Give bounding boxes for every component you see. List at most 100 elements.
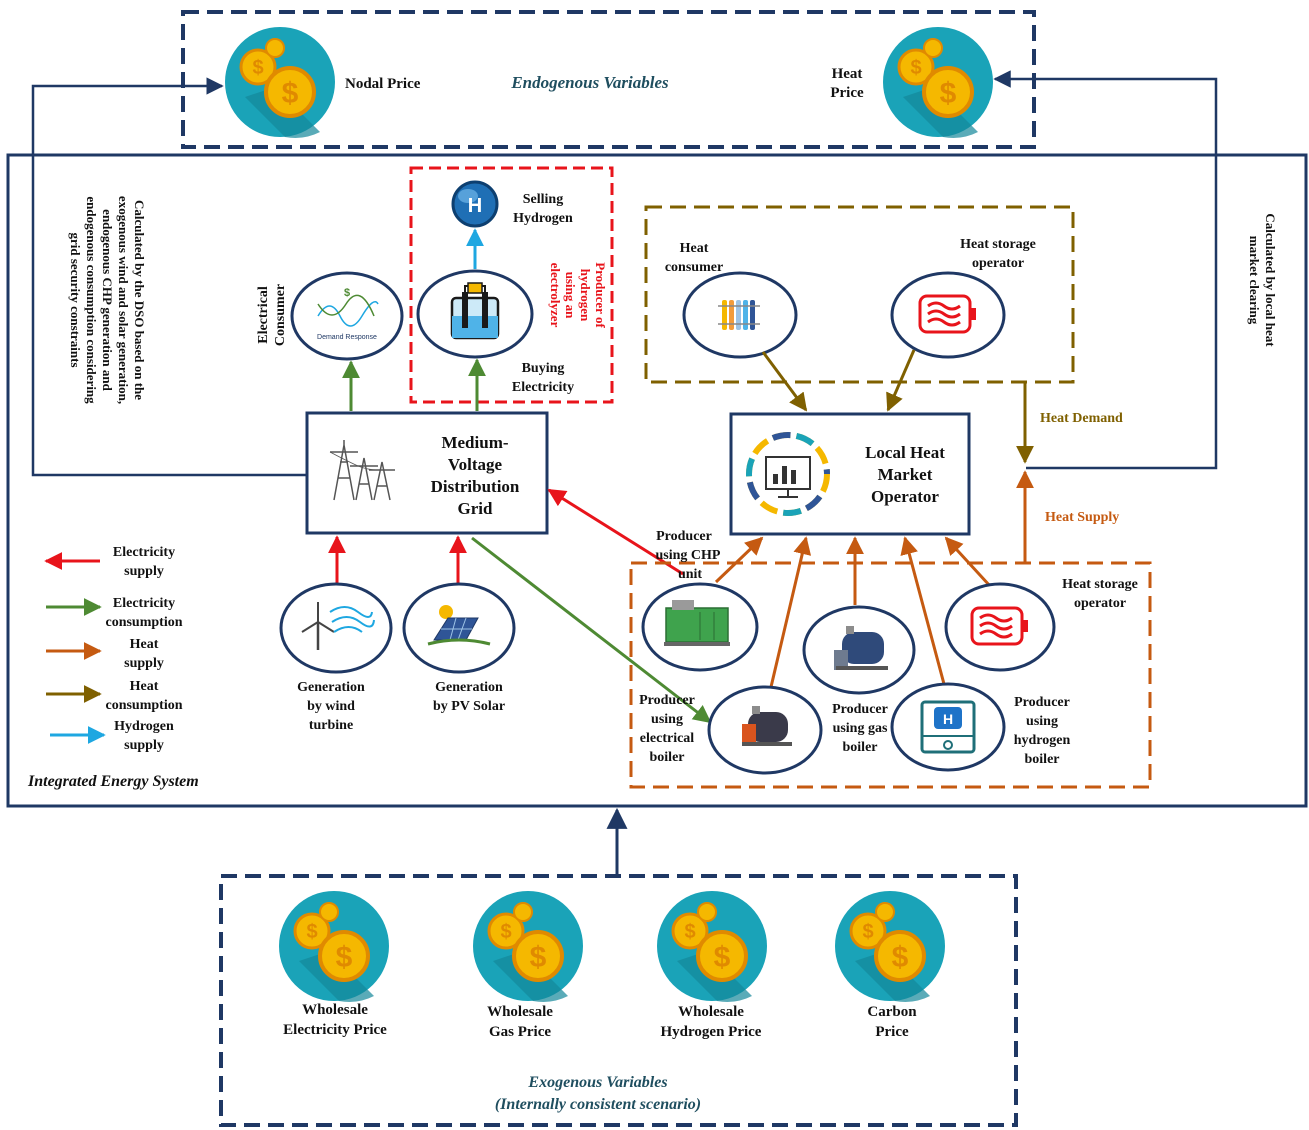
hydrogen-producer-box <box>409 166 614 404</box>
distribution-grid-box <box>305 411 549 535</box>
svg-text:using an: using an <box>563 272 578 319</box>
grid-to-electric-boiler-arrow <box>471 536 712 724</box>
svg-text:Calculated by the DSO based on: Calculated by the DSO based on the <box>132 200 147 400</box>
chp-to-grid-arrow <box>547 488 684 576</box>
carbon-price-label-line2: Price <box>875 1024 909 1040</box>
svg-text:Consumer: Consumer <box>273 284 288 346</box>
hydrogen-boiler-heat-arrow <box>900 536 946 685</box>
svg-text:endogenous CHP generation and: endogenous CHP generation and <box>100 209 115 391</box>
wholesale-hydrogen-label-line1: Wholesale <box>678 1004 744 1020</box>
wholesale-electricity-coin-icon <box>277 889 391 1004</box>
wholesale-gas-label-line2: Gas Price <box>489 1024 551 1040</box>
svg-text:hydrogen: hydrogen <box>578 269 593 322</box>
chp-producer-label-line2: using CHP <box>656 548 721 563</box>
selling-hydrogen-label-line2: Hydrogen <box>513 211 573 226</box>
carbon-price-label-line1: Carbon <box>867 1004 917 1020</box>
chp-heat-arrow <box>714 536 764 584</box>
heat-price-label-line2: Price <box>830 85 864 101</box>
wholesale-gas-coin-icon <box>471 889 585 1004</box>
consumer-to-market-arrow <box>761 351 808 412</box>
storage-heat-arrow <box>944 536 992 588</box>
svg-text:Producer of: Producer of <box>593 262 608 328</box>
hydrogen-boiler-node: H <box>890 682 1006 772</box>
solar-panel-icon <box>427 605 491 646</box>
heat-storage-top-label-line2: operator <box>972 256 1024 271</box>
demand-response-icon: $ Demand Response <box>317 287 379 341</box>
legend-heat-consumption-line1: Heat <box>130 679 159 694</box>
electric-boiler-label-line3: electrical <box>640 731 695 746</box>
svg-text:$: $ <box>344 287 350 299</box>
legend-heat-supply-line1: Heat <box>130 637 159 652</box>
heat-market-label-line2: Market <box>878 465 933 484</box>
gas-boiler-icon <box>834 626 888 670</box>
pv-solar-node <box>402 582 516 674</box>
chp-producer-label-line3: unit <box>678 567 702 582</box>
grid-label-line1: Medium- <box>441 433 508 452</box>
dso-calculation-note: Calculated by the DSO based on the exoge… <box>68 196 147 404</box>
heat-storage-bottom-node <box>944 582 1056 672</box>
heat-consumption-box <box>644 205 1075 384</box>
grid-label-line2: Voltage <box>448 455 503 474</box>
svg-text:H: H <box>943 711 953 727</box>
exogenous-subtitle: (Internally consistent scenario) <box>495 1096 701 1113</box>
wholesale-hydrogen-coin-icon <box>655 889 769 1004</box>
heat-supply-label: Heat Supply <box>1045 510 1119 525</box>
wind-turbine-node <box>279 582 393 674</box>
electric-boiler-heat-arrow <box>769 536 812 688</box>
heat-market-clearing-note: Calculated by local heat market clearing <box>1247 213 1278 347</box>
electric-boiler-label-line4: boiler <box>650 750 685 765</box>
endogenous-variables-box: Nodal Price Endogenous Variables Heat Pr… <box>181 10 1036 149</box>
legend-electricity-consumption-line2: consumption <box>105 615 182 630</box>
heat-price-feedback-arrow <box>993 70 1218 470</box>
svg-text:H: H <box>468 195 482 217</box>
wind-generation-label-line2: by wind <box>307 699 355 714</box>
heat-consumer-node <box>682 271 798 359</box>
heat-storage-bottom-label-line2: operator <box>1074 596 1126 611</box>
wind-turbine-icon <box>301 602 375 650</box>
heat-price-coin-icon <box>881 25 995 140</box>
heat-price-label-line1: Heat <box>832 66 863 82</box>
wind-generation-label-line3: turbine <box>309 718 353 733</box>
gas-boiler-label-line3: boiler <box>843 740 878 755</box>
heat-consumer-label-line1: Heat <box>680 241 709 256</box>
heat-storage-top-node <box>890 271 1006 359</box>
legend-electricity-consumption-line1: Electricity <box>113 596 175 611</box>
electrolyzer-node <box>416 269 534 359</box>
legend-hydrogen-supply-line1: Hydrogen <box>114 719 174 734</box>
heat-demand-label: Heat Demand <box>1040 411 1123 426</box>
electrical-consumer-label: Electrical Consumer <box>256 284 288 346</box>
heat-storage-top-label-line1: Heat storage <box>960 237 1036 252</box>
electric-boiler-node <box>707 685 823 775</box>
heat-consumer-label-line2: consumer <box>665 260 723 275</box>
grid-label-line3: Distribution <box>431 477 520 496</box>
wholesale-hydrogen-label-line2: Hydrogen Price <box>661 1024 762 1040</box>
gas-boiler-label-line1: Producer <box>832 702 888 717</box>
legend: Electricity supply Electricity consumpti… <box>44 545 183 753</box>
svg-text:Demand Response: Demand Response <box>317 334 377 341</box>
legend-electricity-supply-line1: Electricity <box>113 545 175 560</box>
legend-hydrogen-supply-line2: supply <box>124 738 164 753</box>
integrated-energy-system-label: Integrated Energy System <box>27 773 199 790</box>
svg-text:endogenous consumption conside: endogenous consumption considering <box>84 196 99 404</box>
gas-boiler-label-line2: using gas <box>833 721 888 736</box>
hydrogen-boiler-label-line3: hydrogen <box>1014 733 1071 748</box>
nodal-price-coin-icon <box>223 25 337 140</box>
exogenous-variables-box <box>219 874 1018 1127</box>
wholesale-electricity-label-line1: Wholesale <box>302 1002 368 1018</box>
chp-unit-icon <box>664 600 730 646</box>
hydrogen-ball-icon: H <box>451 180 499 228</box>
endogenous-title: Endogenous Variables <box>510 73 669 92</box>
electrical-consumer-node: $ Demand Response <box>290 271 404 361</box>
exogenous-title: Exogenous Variables <box>527 1074 667 1091</box>
wind-generation-label-line1: Generation <box>297 680 365 695</box>
gas-boiler-node <box>802 605 916 695</box>
legend-heat-consumption-line2: consumption <box>105 698 182 713</box>
svg-text:grid security constraints: grid security constraints <box>68 232 83 367</box>
svg-text:Calculated by local heat: Calculated by local heat <box>1263 213 1278 347</box>
nodal-price-label: Nodal Price <box>345 76 421 92</box>
svg-text:electrolyzer: electrolyzer <box>548 263 563 328</box>
electric-boiler-icon <box>742 706 792 746</box>
chp-unit-node <box>641 582 759 672</box>
svg-text:market clearing: market clearing <box>1247 236 1262 325</box>
carbon-price-coin-icon <box>833 889 947 1004</box>
